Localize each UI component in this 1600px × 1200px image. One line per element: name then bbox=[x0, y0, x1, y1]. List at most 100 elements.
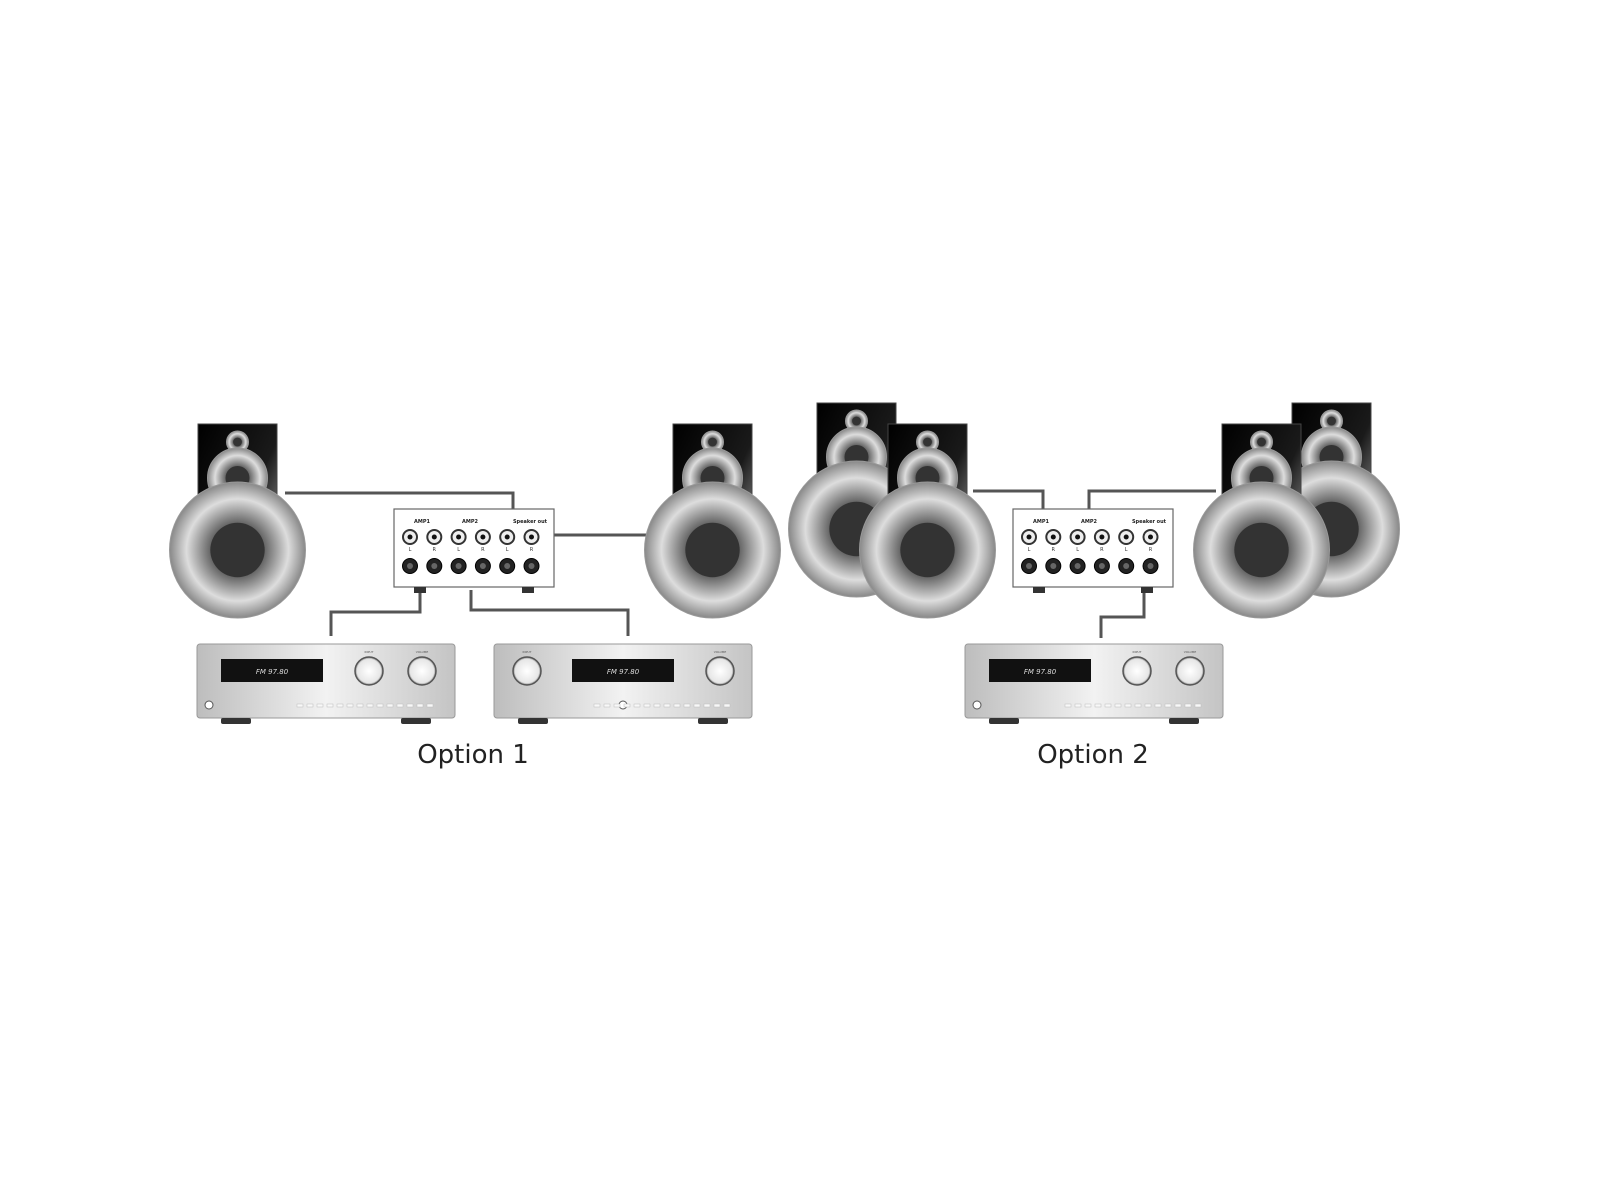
front-panel-button bbox=[1184, 703, 1192, 708]
front-panel-button bbox=[633, 703, 641, 708]
binding-post-hole bbox=[1026, 563, 1032, 569]
front-panel-button bbox=[713, 703, 721, 708]
switch-label: Speaker out bbox=[1132, 519, 1167, 525]
front-panel-button bbox=[416, 703, 424, 708]
front-panel-button bbox=[1194, 703, 1202, 708]
knob-icon bbox=[512, 656, 542, 686]
driver-dustcap bbox=[923, 437, 932, 447]
binding-post-hole bbox=[1050, 534, 1056, 540]
switch-label: AMP2 bbox=[1081, 519, 1098, 525]
front-panel-button bbox=[336, 703, 344, 708]
binding-post-hole bbox=[528, 563, 535, 569]
channel-label: R bbox=[1052, 547, 1056, 553]
knob-label: VOLUME bbox=[1184, 650, 1197, 654]
front-panel-button bbox=[326, 703, 334, 708]
driver-dustcap bbox=[1257, 437, 1266, 447]
display-text: FM 97.80 bbox=[256, 668, 289, 676]
foot bbox=[414, 587, 426, 593]
amplifier: FM 97.80 INPUT VOLUME bbox=[964, 643, 1224, 724]
binding-post-hole bbox=[479, 563, 486, 569]
speaker-wire bbox=[1087, 489, 1216, 509]
front-panel-button bbox=[1074, 703, 1082, 708]
binding-post-hole bbox=[431, 534, 437, 540]
binding-post-hole bbox=[1099, 534, 1105, 540]
foot bbox=[1033, 587, 1045, 593]
switch-box-body bbox=[393, 508, 555, 588]
front-panel-button bbox=[1104, 703, 1112, 708]
foot bbox=[221, 718, 251, 724]
amplifier-display bbox=[572, 659, 674, 682]
driver-dustcap bbox=[900, 522, 955, 578]
binding-post-hole bbox=[1148, 534, 1153, 540]
binding-post-hole bbox=[431, 563, 438, 569]
binding-post-hole bbox=[1147, 563, 1154, 569]
front-panel-button bbox=[296, 703, 304, 708]
channel-label: L bbox=[457, 547, 460, 553]
front-panel-button bbox=[1124, 703, 1132, 708]
front-panel-button bbox=[623, 703, 631, 708]
switch-label: AMP1 bbox=[1033, 519, 1050, 525]
front-panel-button bbox=[593, 703, 601, 708]
channel-label: L bbox=[409, 547, 412, 553]
option-2-caption: Option 2 bbox=[1037, 740, 1149, 770]
knob-label: INPUT bbox=[1133, 650, 1142, 654]
foot bbox=[401, 718, 431, 724]
knob-label: INPUT bbox=[523, 650, 532, 654]
binding-post-hole bbox=[504, 534, 510, 540]
speaker-wire bbox=[285, 491, 515, 509]
display-text: FM 97.80 bbox=[607, 668, 640, 676]
power-button-icon bbox=[204, 700, 214, 710]
channel-label: R bbox=[530, 547, 534, 553]
binding-post-hole bbox=[1026, 534, 1032, 540]
front-panel-button bbox=[643, 703, 651, 708]
driver-dustcap bbox=[210, 522, 265, 578]
channel-label: L bbox=[1028, 547, 1031, 553]
switch-label: AMP1 bbox=[414, 519, 431, 525]
front-panel-button bbox=[306, 703, 314, 708]
foot bbox=[1169, 718, 1199, 724]
knob-icon bbox=[705, 656, 735, 686]
knob-icon bbox=[354, 656, 384, 686]
front-panel-button bbox=[683, 703, 691, 708]
front-panel-button bbox=[1174, 703, 1182, 708]
front-panel-button bbox=[426, 703, 434, 708]
front-panel-button bbox=[386, 703, 394, 708]
front-panel-button bbox=[316, 703, 324, 708]
front-panel-button bbox=[1064, 703, 1072, 708]
front-panel-button bbox=[663, 703, 671, 708]
front-panel-button bbox=[603, 703, 611, 708]
display-text: FM 97.80 bbox=[1024, 668, 1057, 676]
channel-label: R bbox=[1149, 547, 1153, 553]
channel-label: R bbox=[1100, 547, 1104, 553]
front-panel-button bbox=[693, 703, 701, 708]
front-panel-button bbox=[396, 703, 404, 708]
knob-label: VOLUME bbox=[416, 650, 429, 654]
knob-icon bbox=[407, 656, 437, 686]
binding-post-hole bbox=[1123, 534, 1129, 540]
channel-label: R bbox=[433, 547, 437, 553]
speaker-icon bbox=[859, 423, 996, 619]
front-panel-button bbox=[673, 703, 681, 708]
binding-post-hole bbox=[1050, 563, 1057, 569]
binding-post-hole bbox=[1123, 563, 1130, 569]
front-panel-button bbox=[613, 703, 621, 708]
amplifier: FM 97.80 INPUT VOLUME bbox=[493, 643, 753, 724]
front-panel-button bbox=[1084, 703, 1092, 708]
speaker-wire bbox=[469, 590, 630, 636]
front-panel-button bbox=[1094, 703, 1102, 708]
foot bbox=[518, 718, 548, 724]
knob-icon bbox=[1122, 656, 1152, 686]
switch-box-body bbox=[1012, 508, 1174, 588]
binding-post-hole bbox=[1098, 563, 1105, 569]
amplifier-display bbox=[221, 659, 323, 682]
power-button-icon bbox=[972, 700, 982, 710]
binding-post-hole bbox=[1074, 563, 1081, 569]
front-panel-button bbox=[376, 703, 384, 708]
front-panel-button bbox=[1114, 703, 1122, 708]
front-panel-button bbox=[723, 703, 731, 708]
knob-label: VOLUME bbox=[714, 650, 727, 654]
driver-dustcap bbox=[852, 416, 861, 426]
